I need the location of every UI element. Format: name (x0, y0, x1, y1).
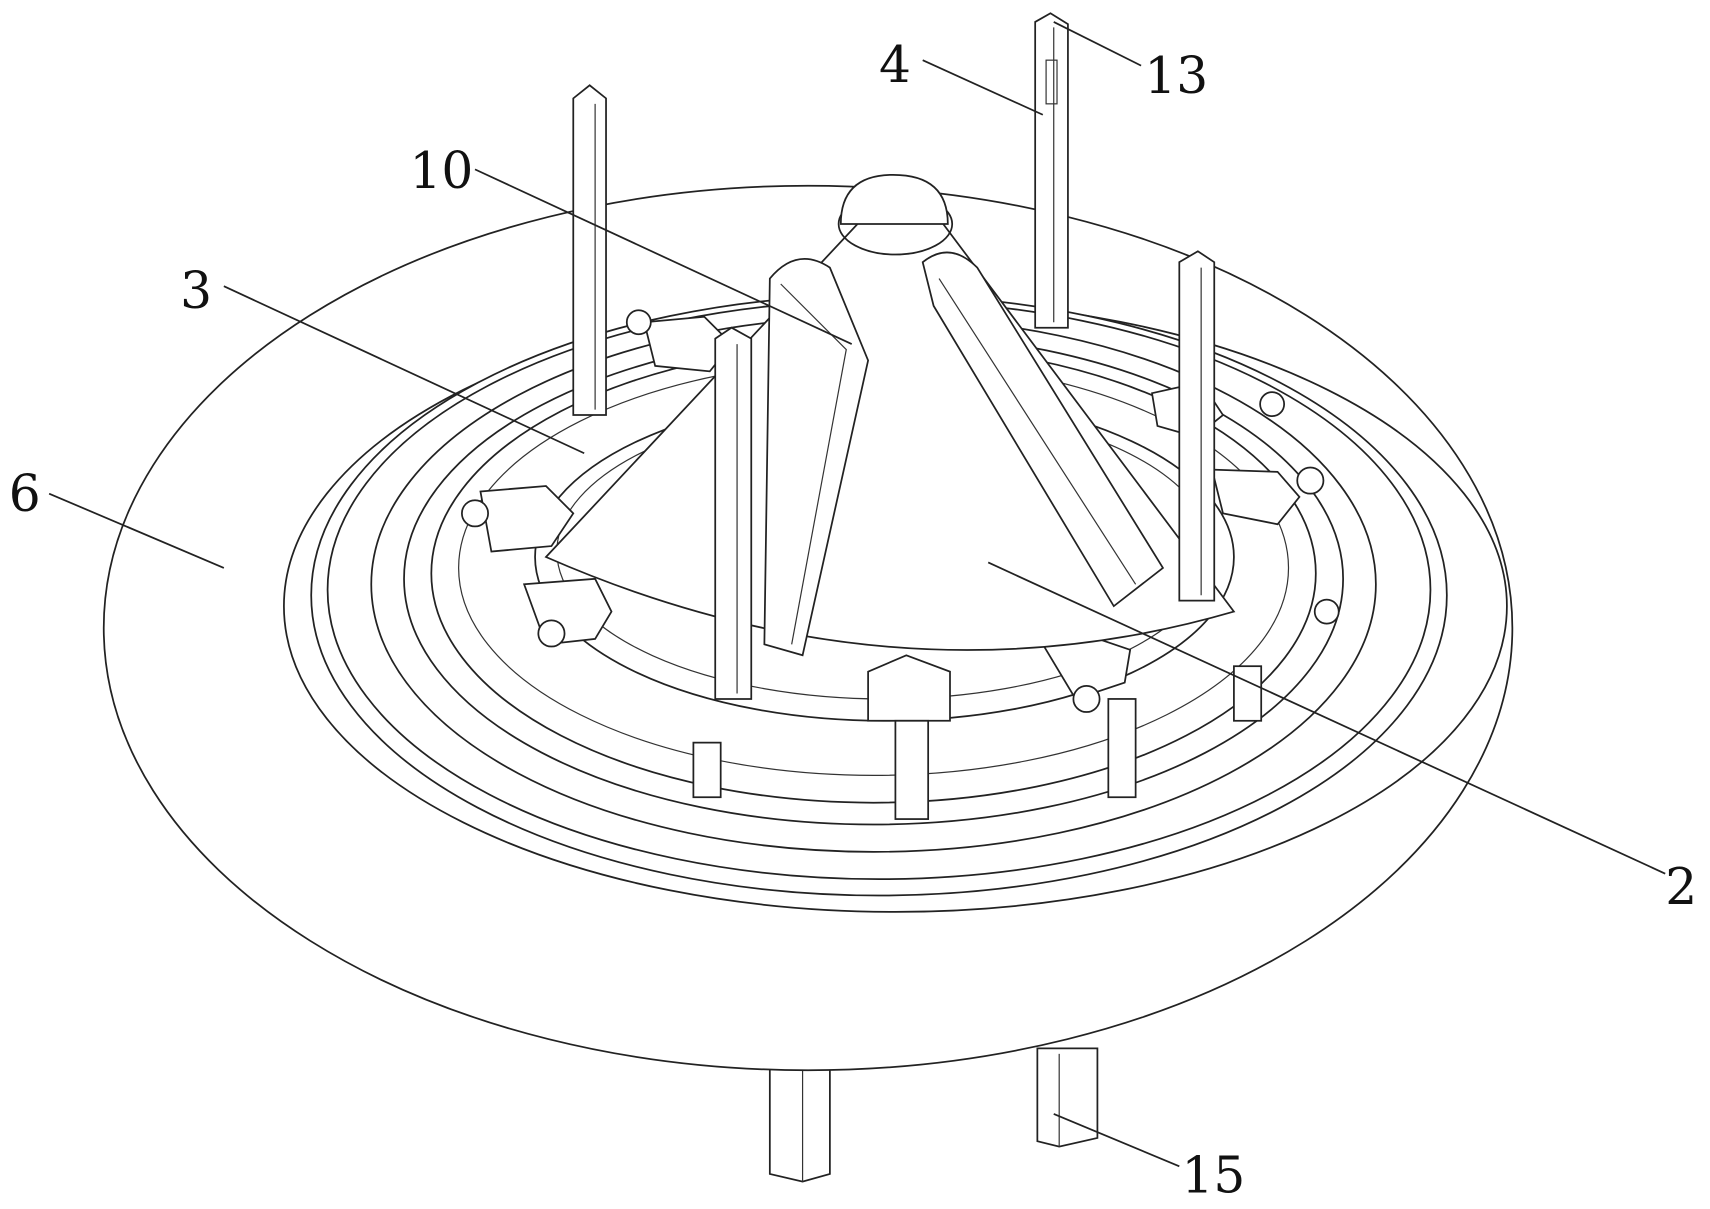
label-15: 15 (1181, 1146, 1245, 1205)
support-legs (768, 1047, 1099, 1183)
label-13: 13 (1144, 46, 1208, 105)
label-4: 4 (879, 35, 911, 94)
clamp-blocks (461, 309, 1340, 820)
leg-15 (1036, 1047, 1099, 1148)
label-6: 6 (9, 464, 41, 523)
vertical-rods (572, 12, 1216, 700)
arm-10 (763, 258, 870, 657)
label-2: 2 (1665, 857, 1697, 916)
rod-4 (1034, 12, 1069, 329)
label-10: 10 (409, 141, 473, 200)
label-3: 3 (180, 261, 212, 320)
leader-lines (48, 21, 1666, 1168)
